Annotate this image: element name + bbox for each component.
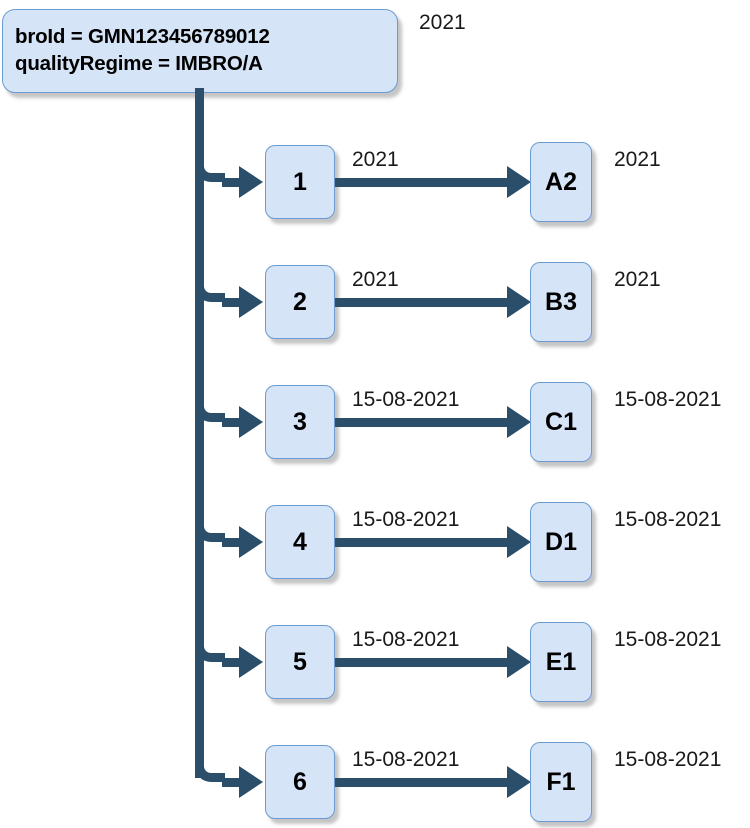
link-arrowhead (507, 766, 531, 798)
version-node[interactable]: 3 (265, 385, 335, 459)
link-arrowhead (507, 286, 531, 318)
version-node-label: 3 (293, 407, 307, 436)
version-node-label: 6 (293, 767, 307, 796)
version-node-label: 1 (293, 167, 307, 196)
link-line (335, 658, 511, 667)
branch-arrowhead (239, 766, 263, 798)
edge-label: 15-08-2021 (352, 628, 460, 651)
branch-elbow (195, 512, 225, 542)
link-arrowhead (507, 166, 531, 198)
root-node-line-broid: broId = GMN123456789012 (15, 24, 270, 48)
document-node[interactable]: D1 (530, 502, 592, 582)
edge-label: 2021 (352, 268, 399, 291)
document-node[interactable]: B3 (530, 262, 592, 342)
link-line (335, 778, 511, 787)
root-node-line-qualityregime: qualityRegime = IMBRO/A (15, 52, 263, 75)
document-node[interactable]: C1 (530, 382, 592, 462)
document-node-side-label: 15-08-2021 (614, 748, 722, 771)
edge-label: 2021 (352, 148, 399, 171)
version-node[interactable]: 4 (265, 505, 335, 579)
link-line (335, 298, 511, 307)
document-node-side-label: 15-08-2021 (614, 388, 722, 411)
branch-arrowhead (239, 166, 263, 198)
trunk-connector (195, 88, 204, 778)
branch-stem (222, 658, 242, 667)
branch-stem (222, 418, 242, 427)
branch-arrowhead (239, 526, 263, 558)
link-arrowhead (507, 526, 531, 558)
version-node-label: 5 (293, 647, 307, 676)
document-node-label: C1 (545, 407, 577, 436)
edge-label: 15-08-2021 (352, 388, 460, 411)
branch-arrowhead (239, 406, 263, 438)
branch-arrowhead (239, 646, 263, 678)
branch-arrowhead (239, 286, 263, 318)
branch-elbow (195, 152, 225, 182)
branch-elbow (195, 392, 225, 422)
version-node-label: 2 (293, 287, 307, 316)
document-node-side-label: 2021 (614, 268, 661, 291)
document-node-side-label: 15-08-2021 (614, 508, 722, 531)
version-node[interactable]: 2 (265, 265, 335, 339)
branch-elbow (195, 632, 225, 662)
version-node[interactable]: 1 (265, 145, 335, 219)
document-node-label: B3 (545, 287, 577, 316)
branch-stem (222, 538, 242, 547)
branch-elbow (195, 272, 225, 302)
link-arrowhead (507, 646, 531, 678)
document-node-label: F1 (546, 767, 576, 796)
document-node-side-label: 2021 (614, 148, 661, 171)
branch-elbow (195, 752, 225, 782)
document-node[interactable]: F1 (530, 742, 592, 822)
branch-stem (222, 778, 242, 787)
document-node[interactable]: A2 (530, 142, 592, 222)
root-node-gmn[interactable]: broId = GMN123456789012 qualityRegime = … (2, 9, 398, 93)
edge-label: 15-08-2021 (352, 508, 460, 531)
document-node-label: E1 (545, 647, 577, 676)
version-node[interactable]: 6 (265, 745, 335, 819)
document-node[interactable]: E1 (530, 622, 592, 702)
document-node-side-label: 15-08-2021 (614, 628, 722, 651)
link-arrowhead (507, 406, 531, 438)
version-node-label: 4 (293, 527, 307, 556)
link-line (335, 178, 511, 187)
link-line (335, 418, 511, 427)
version-node[interactable]: 5 (265, 625, 335, 699)
link-line (335, 538, 511, 547)
document-node-label: D1 (545, 527, 577, 556)
branch-stem (222, 298, 242, 307)
edge-label: 15-08-2021 (352, 748, 460, 771)
branch-stem (222, 178, 242, 187)
root-node-side-label: 2021 (419, 11, 466, 34)
document-node-label: A2 (545, 167, 577, 196)
